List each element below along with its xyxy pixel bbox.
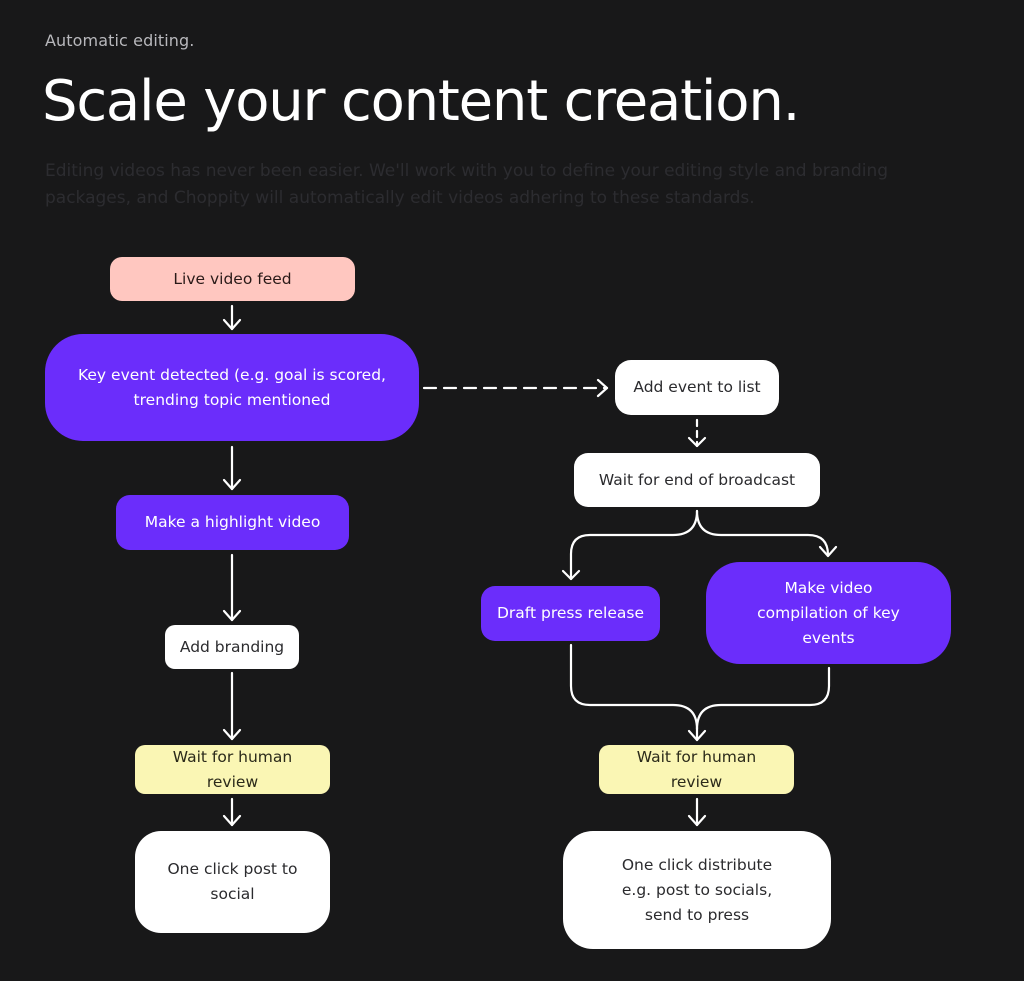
arrow-highlight-to-branding <box>222 553 242 622</box>
node-label: Add branding <box>179 637 285 656</box>
arrow-branding-to-review <box>222 671 242 741</box>
node-one-click-distribute: One click distribute e.g. post to social… <box>563 831 831 949</box>
node-live-video-feed: Live video feed <box>110 257 355 301</box>
node-label: One click post to social <box>167 860 298 903</box>
node-wait-end-of-broadcast: Wait for end of broadcast <box>574 453 820 507</box>
node-draft-press-release: Draft press release <box>481 586 660 641</box>
node-add-branding: Add branding <box>165 625 299 669</box>
node-label: Wait for human review <box>172 747 293 791</box>
page-subtitle: Editing videos has never been easier. We… <box>45 161 889 208</box>
node-key-event-detected: Key event detected (e.g. goal is scored,… <box>45 334 419 441</box>
node-one-click-post: One click post to social <box>135 831 330 933</box>
node-make-video-compilation: Make video compilation of key events <box>706 562 951 664</box>
node-make-highlight-video: Make a highlight video <box>116 495 349 550</box>
node-wait-human-review-right: Wait for human review <box>599 745 794 794</box>
merge-tasks-to-review <box>569 643 831 742</box>
eyebrow: Automatic editing. <box>45 31 195 50</box>
arrow-list-to-wait-dashed <box>687 418 707 448</box>
node-label: Wait for human review <box>636 747 757 791</box>
arrow-feed-to-event <box>222 304 242 331</box>
node-label: Add event to list <box>633 378 761 396</box>
node-label: Make a highlight video <box>144 513 321 531</box>
arrow-review-to-distribute <box>687 797 707 827</box>
node-label: Wait for end of broadcast <box>598 470 796 489</box>
node-label: Key event detected (e.g. goal is scored,… <box>78 365 386 409</box>
node-label-line-1: One click distribute <box>621 855 773 874</box>
node-label: Draft press release <box>496 604 644 622</box>
arrow-review-to-post <box>222 797 242 827</box>
node-label-line-3: send to press <box>644 905 750 924</box>
arrow-event-to-list-dashed <box>422 378 609 398</box>
page-title: Scale your content creation. <box>42 69 800 134</box>
node-label: Make video compilation of key events <box>757 578 900 647</box>
node-add-event-to-list: Add event to list <box>615 360 779 415</box>
branch-wait-to-tasks <box>561 509 838 581</box>
node-label: Live video feed <box>173 269 292 288</box>
node-label-line-2: e.g. post to socials, <box>621 880 773 899</box>
arrow-event-to-highlight <box>222 445 242 491</box>
node-wait-human-review-left: Wait for human review <box>135 745 330 794</box>
